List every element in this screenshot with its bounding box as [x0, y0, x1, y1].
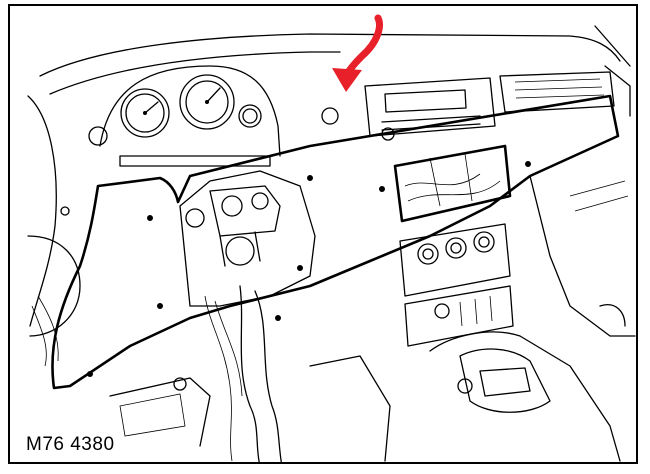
ignition-switch-assembly — [185, 185, 281, 267]
gear-selector-surround — [459, 348, 551, 413]
windscreen-corner — [594, 25, 631, 117]
cluster-knob — [88, 126, 108, 146]
radio-display — [384, 89, 467, 113]
side-fixing — [60, 206, 70, 216]
panel-inner-cutout — [179, 170, 316, 307]
dash-top-edge — [39, 33, 621, 77]
cluster-lower-strip — [119, 155, 271, 167]
wiring-loom-4 — [214, 300, 243, 397]
opening-internal-wiring — [404, 153, 501, 207]
right-dash-detail — [569, 180, 629, 212]
wiring-left — [31, 295, 59, 367]
wiring-loom-2 — [254, 290, 282, 462]
callout-arrow — [332, 14, 383, 92]
switch-panel — [404, 285, 514, 347]
heater-knobs — [417, 231, 495, 265]
dash-top-edge-inner — [49, 51, 341, 95]
wiring-loom-3 — [204, 295, 233, 462]
dashboard-line-drawing — [27, 14, 636, 462]
switch-panel-knob — [434, 303, 450, 319]
right-vent-slats — [514, 78, 605, 99]
figure-code: M76 4380 — [24, 434, 117, 456]
gauge-small — [238, 104, 262, 128]
console-switch — [457, 378, 473, 394]
console-tunnel — [429, 331, 621, 462]
wiring-loom-1 — [239, 285, 260, 462]
left-panel-curve — [27, 95, 57, 327]
kick-panel — [119, 393, 186, 437]
right-dash-curve — [599, 304, 626, 327]
switch-panel-buttons — [459, 295, 493, 327]
floor-line — [109, 355, 391, 462]
gauge-right — [179, 74, 235, 130]
floor-fixing — [173, 377, 187, 391]
steering-column-shroud — [27, 235, 81, 337]
dash-lower-panel — [51, 94, 620, 390]
panel-opening — [393, 144, 512, 223]
heater-control-panel — [399, 223, 511, 297]
vent-knob — [321, 107, 339, 125]
right-dash-edge — [529, 175, 636, 337]
right-vent — [499, 71, 615, 113]
panel-fixings — [87, 161, 531, 377]
illustration-frame: M76 4380 — [8, 4, 638, 464]
cluster-hood — [99, 65, 281, 157]
gauge-left — [120, 88, 170, 138]
centre-stack-upper — [364, 77, 496, 137]
gear-selector-gate — [479, 367, 531, 397]
